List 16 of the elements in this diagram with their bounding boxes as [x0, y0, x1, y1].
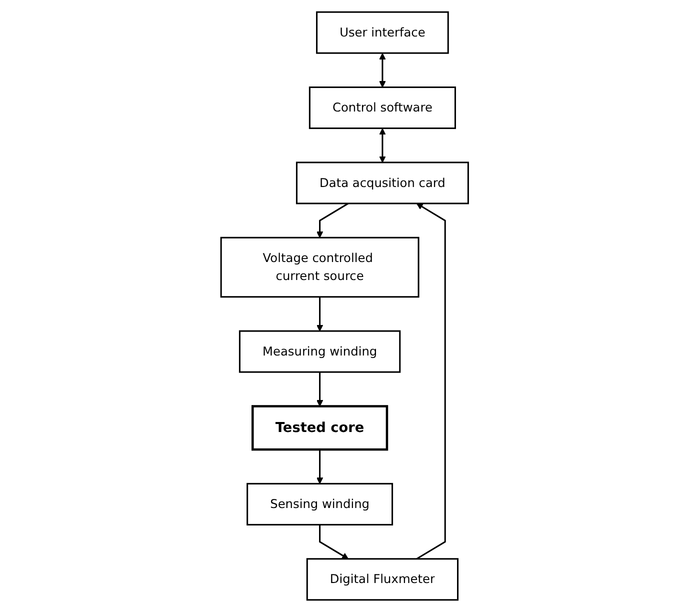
arrow — [318, 524, 348, 560]
node-box: User interface — [316, 11, 449, 54]
node-box: Sensing winding — [246, 482, 393, 526]
arrow — [378, 53, 386, 88]
node-box: Data acqusition card — [296, 162, 469, 204]
arrow — [316, 296, 323, 332]
arrow — [416, 203, 446, 560]
arrow — [316, 372, 323, 407]
arrow — [316, 202, 349, 238]
node-box: Digital Fluxmeter — [306, 558, 458, 601]
node-box: Control software — [308, 86, 456, 130]
node-box: Voltage controlled current source — [220, 236, 420, 298]
node-box: Tested core — [251, 405, 388, 451]
arrow — [378, 128, 386, 163]
arrow — [316, 450, 323, 484]
node-box: Measuring winding — [238, 330, 400, 373]
